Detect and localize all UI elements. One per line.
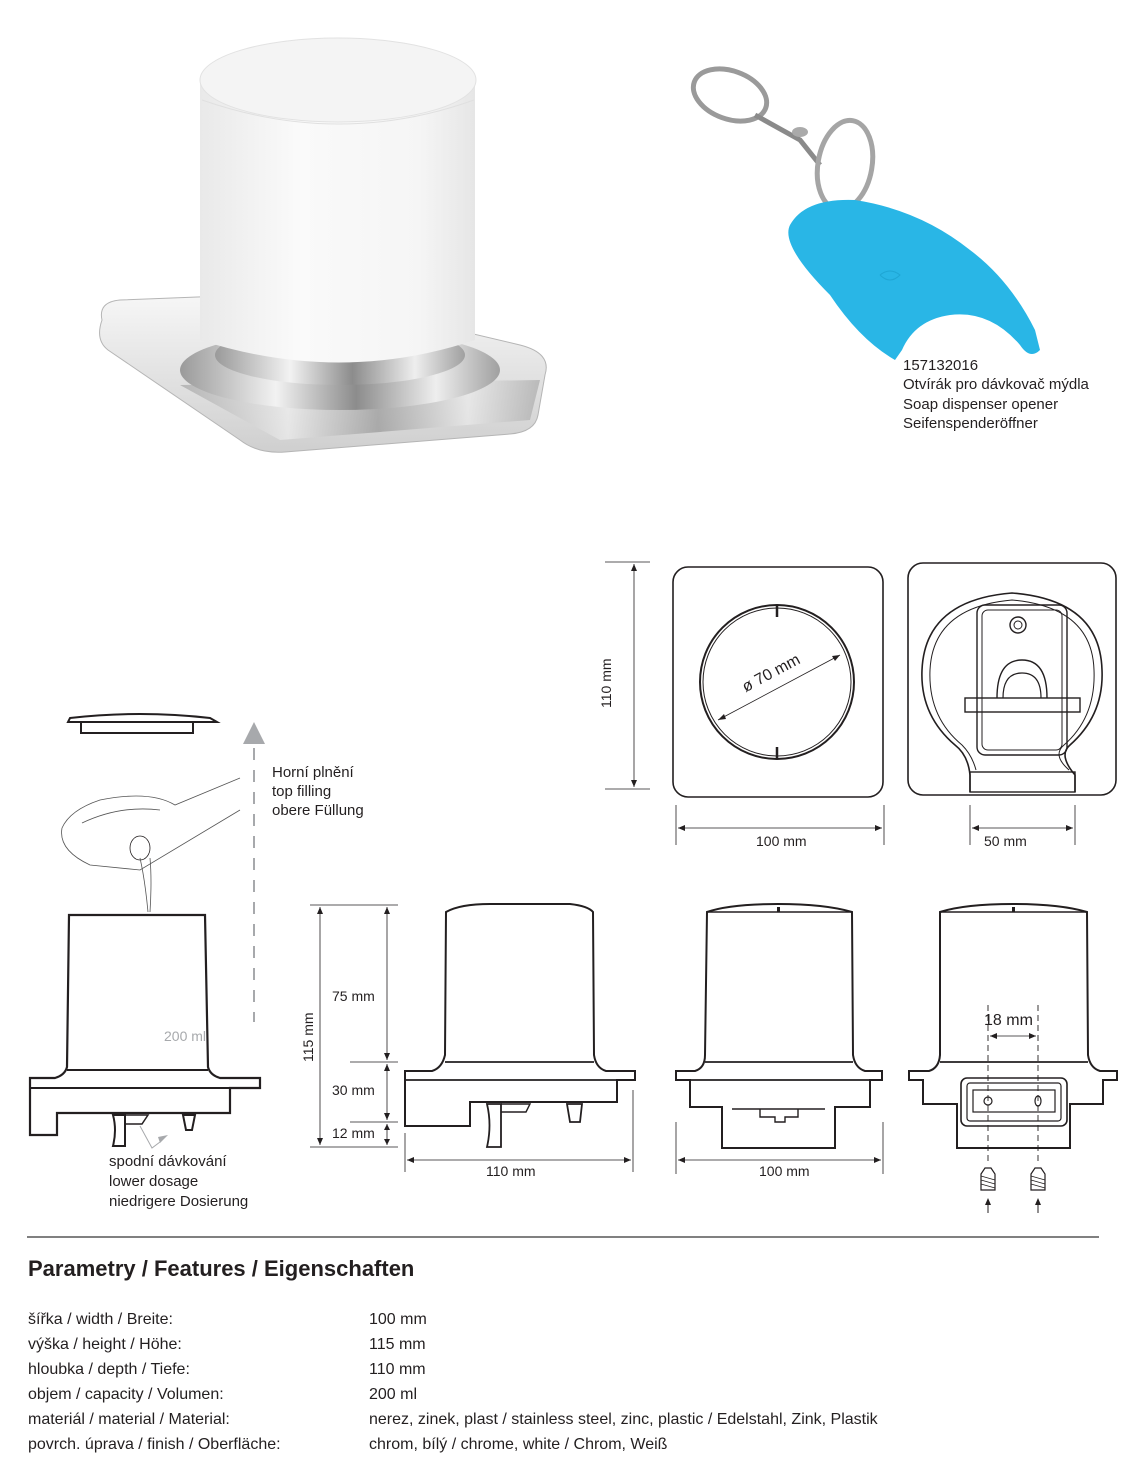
front-view-drawing — [675, 902, 884, 1174]
top-view-width-label: 100 mm — [756, 833, 807, 849]
top-filling-label-de: obere Füllung — [272, 802, 364, 819]
feature-value: nerez, zinek, plast / stainless steel, z… — [369, 1411, 878, 1428]
feature-label: výška / height / Höhe: — [28, 1336, 182, 1353]
screw-icon — [1030, 1167, 1046, 1191]
upper-height-label: 75 mm — [332, 988, 375, 1004]
feature-value: 110 mm — [369, 1361, 426, 1378]
feature-label: hloubka / depth / Tiefe: — [28, 1361, 190, 1378]
feature-label: povrch. úprava / finish / Oberfläche: — [28, 1436, 281, 1453]
opener-keychain-illustration — [690, 66, 1040, 360]
feature-label: materiál / material / Material: — [28, 1411, 230, 1428]
top-filling-label-cz: Horní plnění — [272, 764, 354, 781]
product-photo-opener — [680, 60, 1100, 360]
back-view-drawing — [907, 562, 1117, 845]
feature-row-height: výška / height / Höhe: 115 mm — [28, 1333, 1108, 1357]
feature-value: 200 ml — [369, 1386, 418, 1403]
depth-label: 110 mm — [486, 1163, 536, 1179]
accessory-name-en: Soap dispenser opener — [903, 396, 1059, 413]
filling-illustration — [61, 713, 241, 913]
feature-value: 100 mm — [369, 1311, 427, 1328]
feature-value: 115 mm — [369, 1336, 426, 1353]
lower-height-label: 12 mm — [332, 1125, 375, 1141]
fill-direction-arrow-icon — [243, 722, 265, 1022]
accessory-code: 157132016 — [903, 357, 979, 374]
capacity-label: 200 ml — [164, 1028, 207, 1044]
top-view-drawing — [605, 561, 885, 845]
accessory-name-de: Seifenspenderöffner — [903, 415, 1038, 432]
features-title: Parametry / Features / Eigenschaften — [28, 1256, 415, 1281]
feature-label: šířka / width / Breite: — [28, 1311, 173, 1328]
feature-value: chrom, bílý / chrome, white / Chrom, Wei… — [369, 1436, 668, 1453]
top-view-height-label: 110 mm — [598, 658, 614, 708]
product-photo-dispenser — [90, 20, 560, 460]
back-view-width-label: 50 mm — [984, 833, 1027, 849]
feature-row-depth: hloubka / depth / Tiefe: 110 mm — [28, 1358, 1108, 1382]
feature-row-width: šířka / width / Breite: 100 mm — [28, 1308, 1108, 1332]
feature-row-material: materiál / material / Material: nerez, z… — [28, 1408, 1108, 1432]
lower-dosage-label-de: niedrigere Dosierung — [109, 1193, 249, 1210]
side-view-drawing — [310, 903, 636, 1172]
filling-side-drawing — [28, 913, 262, 1149]
mount-view-drawing — [908, 902, 1118, 1213]
accessory-name-cz: Otvírák pro dávkovač mýdla — [903, 376, 1089, 393]
feature-row-finish: povrch. úprava / finish / Oberfläche: ch… — [28, 1433, 1108, 1457]
lower-dosage-label-en: lower dosage — [109, 1173, 199, 1190]
feature-label: objem / capacity / Volumen: — [28, 1386, 224, 1403]
top-filling-label-en: top filling — [272, 783, 332, 800]
feature-row-capacity: objem / capacity / Volumen: 200 ml — [28, 1383, 1108, 1407]
section-divider — [27, 1236, 1099, 1238]
front-width-label: 100 mm — [759, 1163, 810, 1179]
screw-icon — [980, 1167, 996, 1191]
total-height-label: 115 mm — [300, 1012, 316, 1062]
middle-height-label: 30 mm — [332, 1082, 375, 1098]
lower-dosage-label-cz: spodní dávkování — [109, 1153, 227, 1170]
hole-spacing-label: 18 mm — [984, 1012, 1033, 1029]
dispenser-illustration — [99, 37, 547, 453]
